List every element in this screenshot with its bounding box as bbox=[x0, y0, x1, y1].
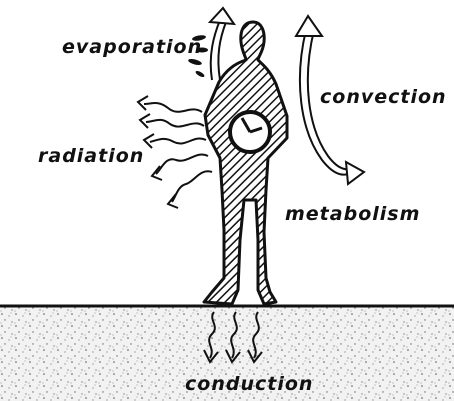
convection-label: convection bbox=[320, 86, 447, 108]
conduction-label: conduction bbox=[185, 373, 313, 395]
radiation-label: radiation bbox=[38, 145, 144, 167]
radiation-arrows-icon bbox=[138, 96, 212, 208]
human-figure bbox=[204, 22, 287, 304]
clock-icon bbox=[230, 112, 270, 152]
metabolism-label: metabolism bbox=[285, 203, 420, 225]
evaporation-label: evaporation bbox=[62, 36, 202, 58]
